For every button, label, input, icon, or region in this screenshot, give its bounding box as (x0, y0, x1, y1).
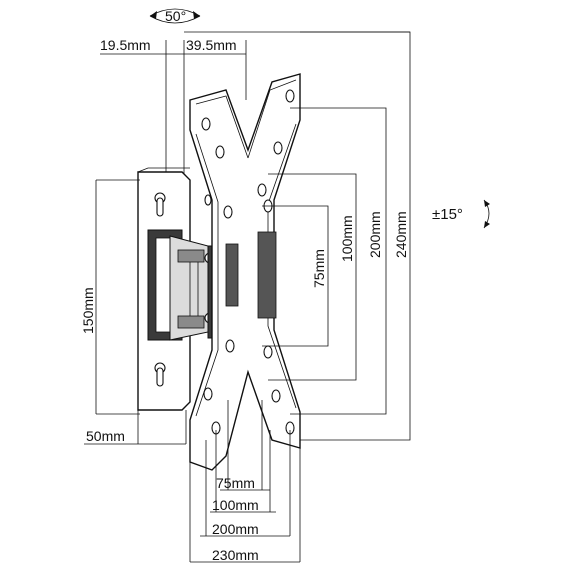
tilt-label: ±15° (432, 206, 463, 223)
tilt-indicator: ±15° (432, 199, 490, 229)
horizontal-75-label: 75mm (216, 475, 255, 491)
offset-right-label: 39.5mm (186, 37, 237, 53)
offset-left-label: 19.5mm (100, 37, 151, 53)
horizontal-dimensions: 75mm 100mm 200mm 230mm (189, 400, 301, 563)
vertical-75-label: 75mm (311, 249, 327, 288)
keyhole-top-icon (154, 192, 166, 217)
offset-dimensions: 19.5mm 39.5mm (100, 31, 410, 240)
horizontal-230-label: 230mm (212, 547, 259, 563)
wall-plate-dimensions: 150mm 50mm (80, 179, 187, 445)
keyhole-bottom-icon (154, 362, 166, 387)
vertical-240-label: 240mm (393, 211, 409, 258)
swivel-angle-indicator: 50° (149, 8, 201, 24)
horizontal-200-label: 200mm (212, 521, 259, 537)
vertical-200-label: 200mm (367, 211, 383, 258)
horizontal-100-label: 100mm (212, 497, 259, 513)
vertical-100-label: 100mm (339, 215, 355, 262)
wall-plate-depth-label: 50mm (86, 428, 125, 444)
swivel-angle-label: 50° (165, 8, 186, 24)
vesa-plate (189, 73, 301, 471)
wall-plate-height-label: 150mm (80, 287, 96, 334)
vertical-dimensions: 75mm 100mm 200mm 240mm (262, 31, 411, 441)
